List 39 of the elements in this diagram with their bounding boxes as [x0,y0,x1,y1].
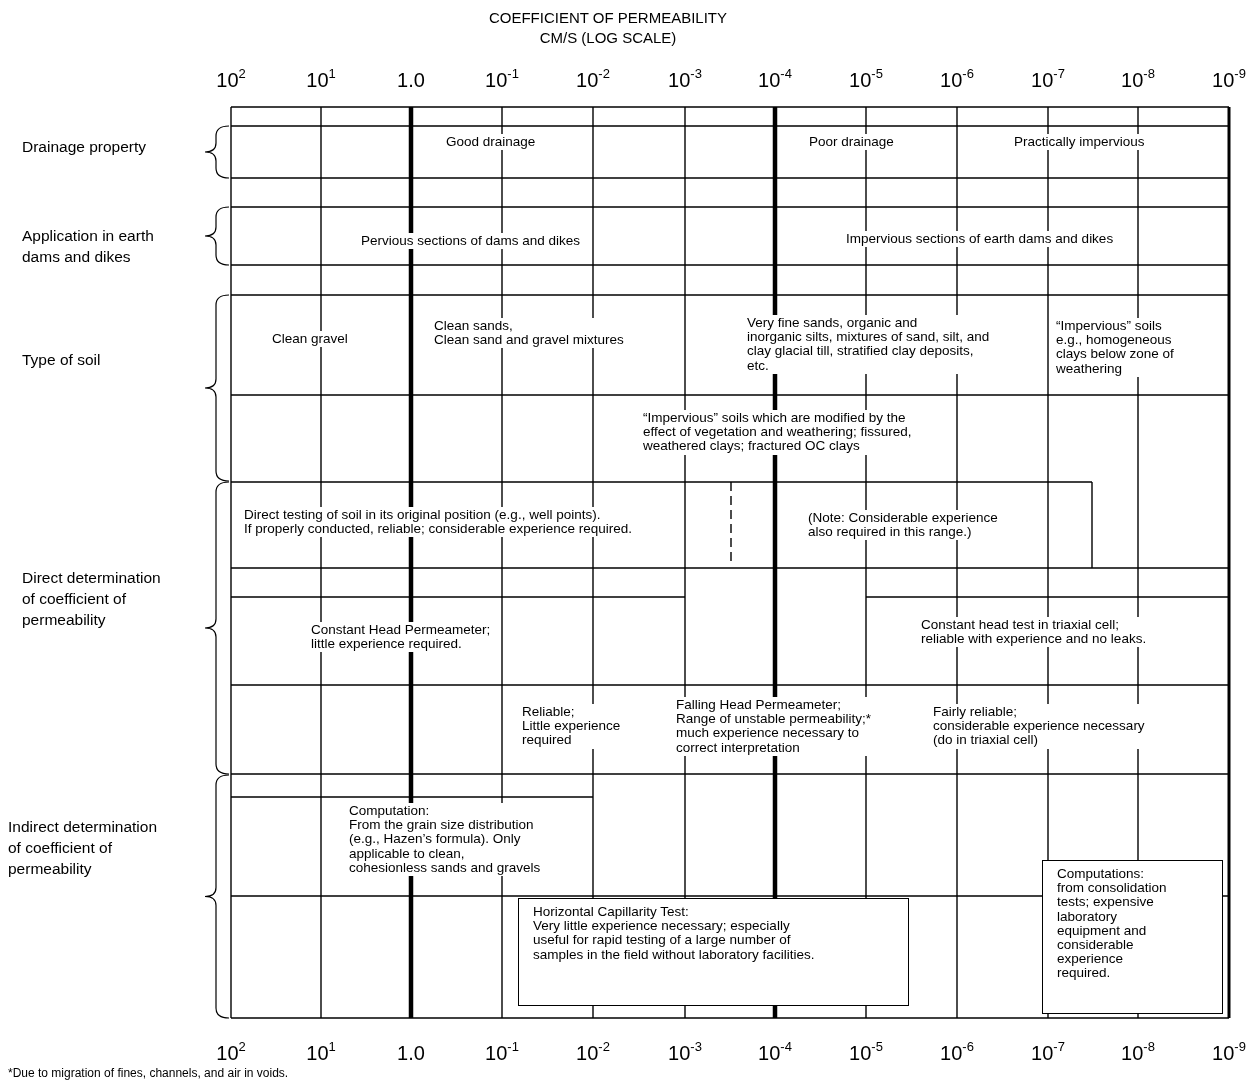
row-heading: Application in earth dams and dikes [22,226,154,267]
axis-tick-label: 10$^{-5}$ [849,1043,883,1064]
row-heading: Indirect determination of coefficient of permeability [8,817,158,879]
axis-tick-label: 10$^{-1}$ [485,1043,519,1064]
axis-tick-label: 10$^{-1}$ [485,70,519,91]
axis-tick-label: 10$^{-2}$ [576,70,610,91]
box-text: Computations: from consolidation tests; expensive laboratory equipment and considerable experience required. [1057,867,1167,981]
cell-text: “Impervious” soils e.g., homogeneous clays below zone of weathering [1053,318,1177,377]
axis-tick-label: 10$^{-6}$ [940,70,974,91]
axis-tick-label: 10$^{2}$ [216,1043,246,1064]
cell-text: Fairly reliable; considerable experience necessary (do in triaxial cell) [930,704,1148,749]
axis-tick-label: 10$^{-7}$ [1031,1043,1065,1064]
row-heading: Drainage property [22,137,147,157]
axis-tick-label: 1.0 [397,70,425,91]
axis-tick-label: 10$^{-2}$ [576,1043,610,1064]
axis-tick-label: 10$^{-5}$ [849,70,883,91]
axis-tick-label: 10$^{1}$ [306,1043,336,1064]
axis-tick-label: 10$^{-8}$ [1121,70,1155,91]
axis-tick-label: 10$^{-7}$ [1031,70,1065,91]
cell-text: Clean sands, Clean sand and gravel mixtures [431,318,627,349]
note-box [518,898,909,1006]
axis-tick-label: 10$^{-4}$ [758,70,792,91]
axis-tick-label: 10$^{-6}$ [940,1043,974,1064]
row-heading: Direct determination of coefficient of permeability [22,568,161,630]
axis-tick-label: 10$^{-4}$ [758,1043,792,1064]
cell-text: (Note: Considerable experience also required in this range.) [805,510,1001,541]
axis-tick-label: 10$^{-3}$ [668,70,702,91]
axis-tick-label: 10$^{2}$ [216,70,246,91]
axis-tick-label: 10$^{-9}$ [1212,70,1246,91]
footnote: *Due to migration of fines, channels, and air in voids. [7,1066,290,1081]
box-text: Horizontal Capillarity Test: Very little experience necessary; especially useful for rapid testing of a large number of samples in the field without laboratory facilities. [533,905,815,962]
axis-tick-label: 10$^{-8}$ [1121,1043,1155,1064]
axis-tick-label: 1.0 [397,1043,425,1064]
axis-tick-label: 10$^{1}$ [306,70,336,91]
axis-tick-label: 10$^{-9}$ [1212,1043,1246,1064]
axis-tick-label: 10$^{-3}$ [668,1043,702,1064]
row-heading: Type of soil [22,350,101,370]
chart-title: COEFFICIENT OF PERMEABILITY CM/S (LOG SCALE) [488,8,728,47]
note-box [1042,860,1223,1014]
